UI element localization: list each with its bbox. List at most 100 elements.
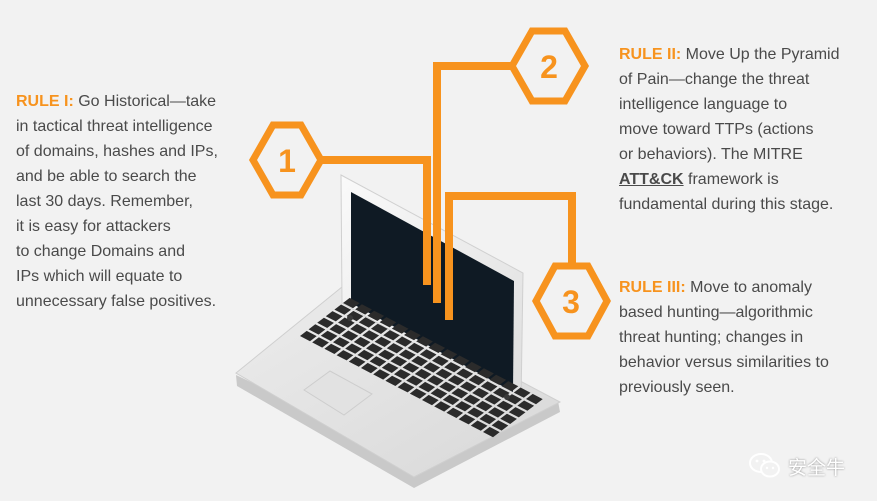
laptop-screen (351, 192, 514, 392)
keyboard-key (394, 369, 411, 380)
keyboard-key (488, 407, 505, 418)
keyboard-key (496, 400, 514, 411)
keyboard-key (346, 310, 364, 322)
keyboard-key (355, 304, 372, 315)
keyboard-key (513, 387, 531, 398)
keyboard-key (439, 381, 456, 392)
keyboard-key (361, 362, 378, 374)
rule-1-line: last 30 days. Remember, (16, 193, 193, 210)
badge-2: 2 (507, 27, 590, 105)
keyboard-key (345, 343, 362, 354)
keyboard-key (369, 356, 387, 367)
rule-2-title: RULE II: (619, 46, 682, 63)
rule-1-line: of domains, hashes and IPs, (16, 143, 218, 160)
rule-1-line: unnecessary false positives. (16, 293, 217, 310)
keyboard-key (338, 317, 355, 328)
keyboard-key (385, 375, 403, 386)
keyboard-key (341, 330, 359, 341)
rule-2-line: intelligence language to (619, 96, 788, 113)
rule-2-line: move toward TTPs (actions (619, 121, 814, 138)
rule-3-line: threat hunting; changes in (619, 329, 804, 346)
keyboard-key (467, 407, 484, 418)
keyboard-key (508, 407, 526, 418)
keyboard-key (409, 388, 427, 399)
keyboard-key (300, 330, 317, 342)
rule-3-title: RULE III: (619, 279, 686, 296)
keyboard-key (477, 368, 494, 379)
keyboard-key (357, 349, 375, 361)
keyboard-key (428, 342, 446, 353)
keyboard-key (390, 356, 408, 367)
rule-1-title: RULE I: (16, 93, 74, 110)
keyboard-key (358, 317, 376, 328)
rule-3-line: behavior versus similarities to (619, 354, 829, 371)
keyboard-key (472, 387, 489, 399)
trackpad (303, 370, 373, 416)
rule-2-line: or behaviors). The MITRE (619, 146, 803, 163)
hexagon-icon (248, 121, 326, 199)
rule-1-line: to change Domains and (16, 243, 185, 260)
keyboard-key (373, 369, 390, 380)
rule-3-line: previously seen. (619, 379, 735, 396)
keyboard-key (483, 426, 500, 438)
keyboard-key (353, 336, 371, 348)
rule-2-line: framework is (683, 171, 779, 188)
keyboard-key (404, 329, 421, 341)
keyboard-key (386, 343, 404, 354)
rule-1-line: in tactical threat intelligence (16, 118, 213, 135)
keyboard-key (362, 330, 380, 341)
keyboard-key (430, 388, 448, 399)
keyboard-key (343, 297, 360, 309)
rule-3-line: Move to anomaly (690, 279, 812, 296)
rule-2-line: Move Up the Pyramid (685, 46, 840, 63)
keyboard-key (411, 355, 428, 367)
keyboard-key (440, 349, 458, 360)
keyboard-key (350, 323, 367, 335)
keyboard-key (320, 330, 338, 341)
keyboard-key (489, 374, 507, 385)
rule-2-text: RULE II: Move Up the Pyramid of Pain—cha… (619, 42, 840, 217)
wechat-icon (749, 453, 780, 478)
badge-number: 3 (562, 284, 580, 320)
keyboard-key (447, 375, 465, 386)
connector-rule-2 (433, 62, 518, 303)
connector-lines (321, 62, 576, 320)
rule-3-text: RULE III: Move to anomaly based hunting—… (619, 275, 829, 400)
keyboard-key (366, 343, 383, 354)
keyboard-key (500, 413, 517, 424)
keyboard-key (468, 374, 486, 386)
keyboard-key (458, 414, 476, 425)
rule-1-line: IPs which will equate to (16, 268, 183, 285)
keyboard-key (374, 336, 392, 347)
badge-3: 3 (532, 262, 611, 340)
hexagon-icon (532, 262, 611, 340)
keyboard-key (371, 323, 388, 334)
keyboard-key (432, 355, 449, 366)
keyboard-key (444, 362, 461, 373)
keyboard-key (491, 420, 509, 431)
keyboard-key (435, 368, 453, 379)
hexagon-icon (507, 27, 590, 105)
keyboard-key (407, 342, 425, 354)
connector-rule-3 (445, 192, 576, 320)
keyboard-key (324, 343, 342, 354)
keyboard-key (379, 317, 397, 328)
keyboard-key (312, 337, 329, 348)
keyboard-key (391, 323, 409, 334)
keyboard-key (434, 401, 451, 412)
rule-1-text: RULE I: Go Historical—take in tactical t… (16, 89, 218, 314)
keyboard-key (460, 381, 477, 392)
laptop-illustration (235, 174, 562, 488)
rule-1-line: and be able to search the (16, 168, 197, 185)
watermark: 安全牛 (748, 452, 845, 480)
attck-link[interactable]: ATT&CK (619, 171, 684, 188)
keyboard-key (325, 311, 343, 322)
keyboard-key (334, 304, 352, 315)
rule-1-line: Go Historical—take (78, 93, 217, 110)
keyboard-key (526, 393, 543, 405)
rule-2-line: of Pain—change the threat (619, 71, 810, 88)
keyboard-key (463, 394, 481, 405)
connector-rule-1 (321, 156, 431, 285)
keyboard-key (378, 349, 395, 360)
keyboard-key (348, 356, 366, 367)
